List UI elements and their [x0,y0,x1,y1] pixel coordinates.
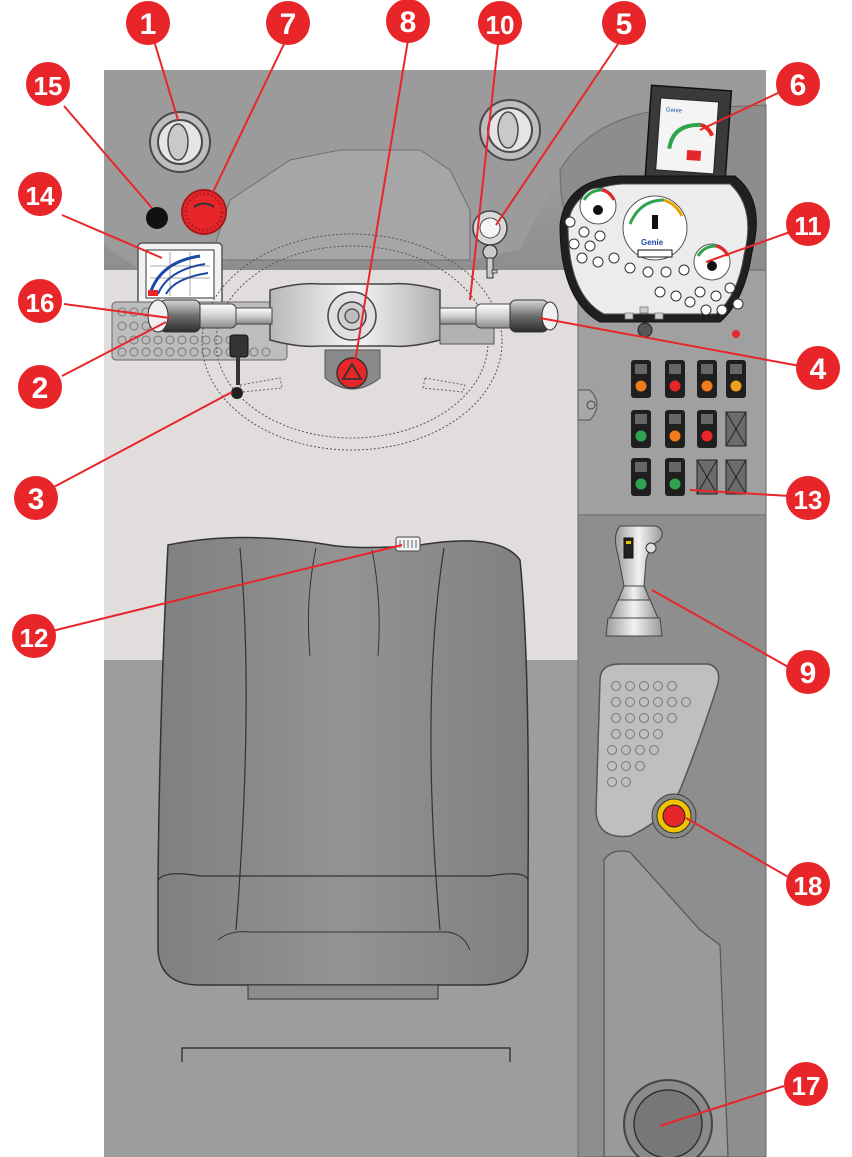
seat-adjust-knob[interactable] [396,537,420,551]
rocker-switch[interactable] [631,458,651,496]
air-vent-left[interactable] [150,112,210,172]
callout-8: 8 [386,0,430,43]
rocker-switch[interactable] [665,410,685,448]
callout-label: 10 [486,10,515,40]
callout-3: 3 [14,476,58,520]
fuel-gauge [580,188,616,224]
callout-4: 4 [796,346,840,390]
callout-5: 5 [602,1,646,45]
operator-seat [158,537,528,999]
callout-label: 14 [26,181,55,211]
switch-blank [697,460,717,494]
rocker-switch[interactable] [697,360,717,398]
callout-6: 6 [776,62,820,106]
callout-1: 1 [126,1,170,45]
callout-7: 7 [266,1,310,45]
callout-10: 10 [478,1,522,45]
callout-13: 13 [786,476,830,520]
monitor-logo: Genie [666,107,683,114]
rocker-switch[interactable] [631,410,651,448]
callout-14: 14 [18,172,62,216]
callout-label: 16 [26,288,55,318]
temperature-gauge [694,244,730,280]
callout-9: 9 [786,650,830,694]
switch-blank [726,460,746,494]
callout-label: 3 [28,483,45,516]
gauge-logo: Genie [641,238,664,247]
rocker-switch[interactable] [726,360,746,398]
rocker-switch[interactable] [631,360,651,398]
callout-label: 6 [790,69,807,102]
callout-12: 12 [12,614,56,658]
rocker-switch[interactable] [697,410,717,448]
rotary-selector[interactable] [638,323,652,337]
callout-label: 11 [794,211,822,241]
callout-label: 4 [810,353,827,386]
callout-label: 1 [140,8,157,41]
callout-label: 8 [400,6,417,39]
rocker-switch[interactable] [665,458,685,496]
callout-label: 13 [794,485,823,515]
callout-18: 18 [786,862,830,906]
switch-blank [726,412,746,446]
red-rotary-knob[interactable] [182,190,226,234]
power-socket-icon[interactable] [146,207,168,229]
callout-2: 2 [18,365,62,409]
callout-label: 2 [32,372,49,405]
callout-label: 15 [34,71,63,101]
emergency-stop-icon [663,805,685,827]
emergency-stop-button[interactable] [652,794,696,838]
callout-15: 15 [26,62,70,106]
display-monitor[interactable]: Genie [645,85,732,190]
rocker-switch[interactable] [665,360,685,398]
speedometer-gauge: Genie [623,196,687,260]
hazard-switch[interactable] [325,350,380,389]
callout-label: 7 [280,8,297,41]
callout-16: 16 [18,279,62,323]
callout-label: 9 [800,657,817,690]
callout-label: 17 [792,1071,821,1101]
callout-17: 17 [784,1062,828,1106]
callout-label: 5 [616,8,633,41]
callout-11: 11 [786,202,830,246]
indicator-led [732,330,740,338]
cup-holder [624,1080,712,1157]
callout-label: 12 [20,623,49,653]
callout-label: 18 [794,871,823,901]
